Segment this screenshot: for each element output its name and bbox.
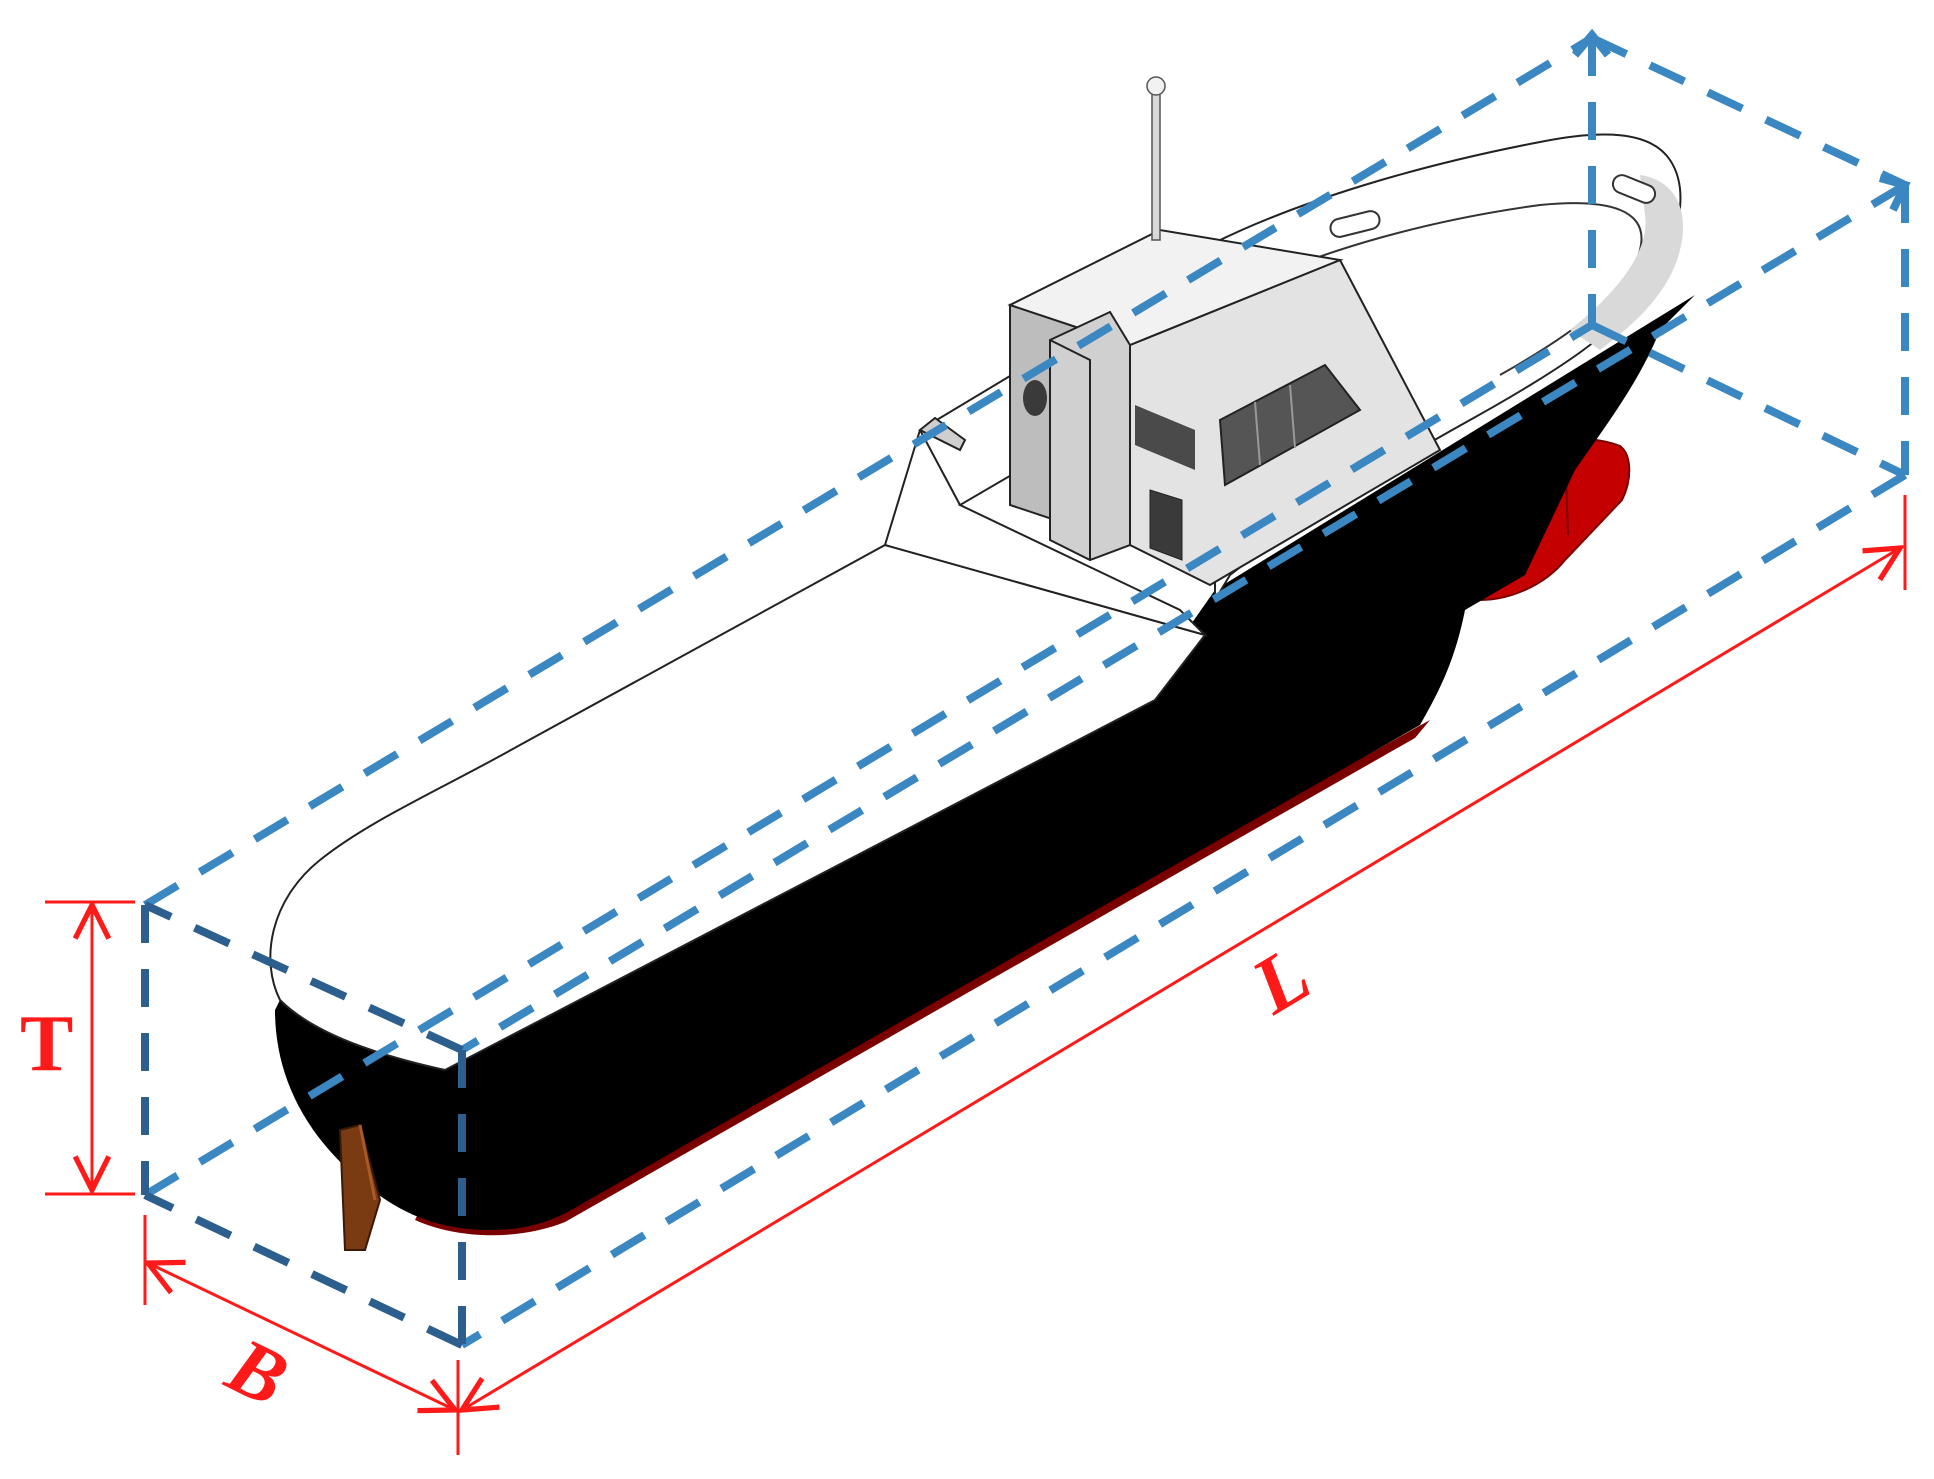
- hawse-hole: [1329, 210, 1381, 238]
- ship-illustration: [269, 76, 1695, 1251]
- rudder-icon: [338, 1123, 382, 1251]
- length-label: L: [1237, 930, 1325, 1031]
- draft-dimension: [45, 900, 135, 1196]
- mast-icon: [1146, 76, 1166, 241]
- beam-label: B: [213, 1321, 300, 1424]
- beam-dimension: [145, 1215, 458, 1455]
- hawse-hole: [1611, 174, 1657, 204]
- length-dimension: [462, 495, 1907, 1410]
- draft-label: T: [20, 1000, 73, 1088]
